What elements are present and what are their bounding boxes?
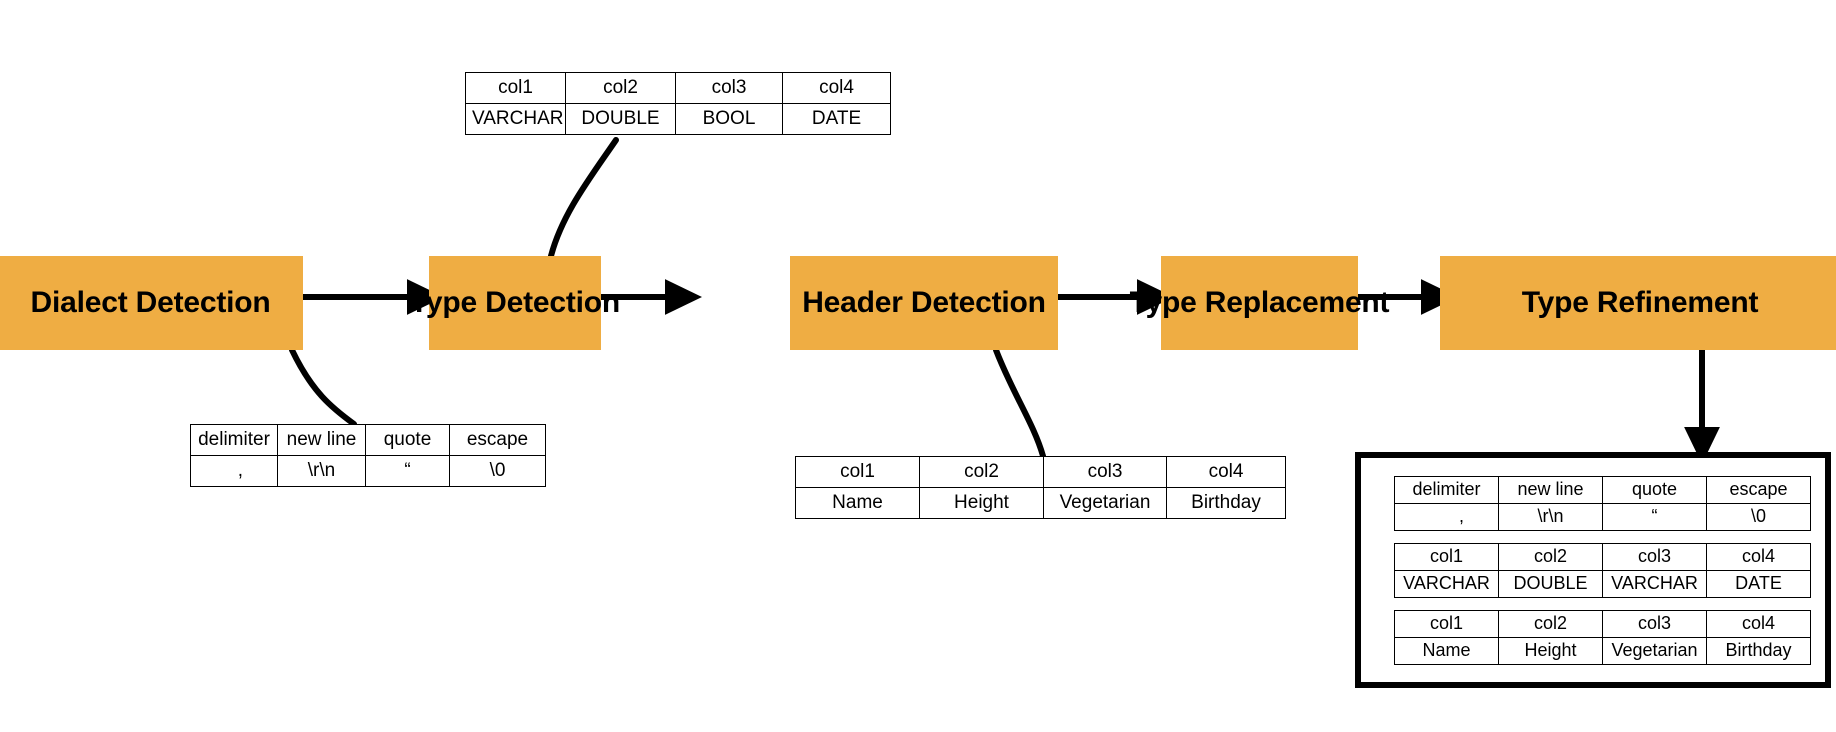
table-row-header: col1 col2 col3 col4: [465, 72, 891, 104]
table-cell: escape: [449, 424, 546, 456]
table-cell: quote: [1602, 476, 1707, 504]
table-cell: col3: [675, 72, 783, 104]
table-cell: Birthday: [1166, 486, 1286, 519]
table-cell: new line: [277, 424, 366, 456]
table-cell: Height: [1498, 636, 1603, 665]
table-cell: col2: [1498, 543, 1603, 571]
table-cell: Vegetarian: [1043, 486, 1167, 519]
table-cell: col1: [1394, 610, 1499, 638]
stage-dialect-detection[interactable]: Dialect Detection: [0, 256, 303, 350]
table-cell: DOUBLE: [1498, 569, 1603, 598]
result-headers-table: col1 col2 col3 col4 Name Height Vegetari…: [1394, 610, 1811, 665]
table-row-header: delimiter new line quote escape: [190, 424, 546, 456]
stage-header-detection[interactable]: Header Detection: [790, 256, 1058, 350]
table-cell: \r\n: [1498, 502, 1603, 531]
table-cell: \0: [449, 454, 546, 487]
table-cell: col2: [1498, 610, 1603, 638]
stage-type-detection[interactable]: Type Detection: [410, 256, 620, 350]
table-row: VARCHAR DOUBLE VARCHAR DATE: [1394, 569, 1811, 598]
table-cell: delimiter: [190, 424, 278, 456]
table-cell: “: [365, 454, 450, 487]
dialect-table: delimiter new line quote escape , \r\n “…: [190, 424, 546, 487]
header-names-table: col1 col2 col3 col4 Name Height Vegetari…: [795, 456, 1286, 519]
table-cell: quote: [365, 424, 450, 456]
table-cell: DOUBLE: [565, 102, 676, 135]
table-cell: “: [1602, 502, 1707, 531]
table-cell: col2: [919, 456, 1044, 488]
table-row-header: col1 col2 col3 col4: [1394, 543, 1811, 571]
table-cell: new line: [1498, 476, 1603, 504]
table-cell: Name: [795, 486, 920, 519]
table-row: Name Height Vegetarian Birthday: [1394, 636, 1811, 665]
table-cell: Birthday: [1706, 636, 1811, 665]
table-cell: col1: [1394, 543, 1499, 571]
table-row-header: delimiter new line quote escape: [1394, 476, 1811, 504]
table-cell: col4: [782, 72, 891, 104]
table-cell: DATE: [1706, 569, 1811, 598]
table-cell: col4: [1706, 610, 1811, 638]
table-cell: col3: [1043, 456, 1167, 488]
table-cell: col1: [795, 456, 920, 488]
result-types-table: col1 col2 col3 col4 VARCHAR DOUBLE VARCH…: [1394, 543, 1811, 598]
detected-types-table: col1 col2 col3 col4 VARCHAR DOUBLE BOOL …: [465, 72, 891, 135]
table-cell: col3: [1602, 543, 1707, 571]
table-cell: escape: [1706, 476, 1811, 504]
result-dialect-table: delimiter new line quote escape , \r\n “…: [1394, 476, 1811, 531]
table-cell: VARCHAR: [1394, 569, 1499, 598]
table-cell: delimiter: [1394, 476, 1499, 504]
table-row: Name Height Vegetarian Birthday: [795, 486, 1286, 519]
table-cell: \0: [1706, 502, 1811, 531]
stage-label: Header Detection: [802, 286, 1046, 319]
table-cell: col3: [1602, 610, 1707, 638]
stage-type-refinement[interactable]: Type Refinement: [1440, 256, 1836, 350]
stage-type-replacement[interactable]: Type Replacement: [1130, 256, 1390, 350]
stage-label: Type Refinement: [1521, 286, 1759, 319]
table-cell: DATE: [782, 102, 891, 135]
table-cell: Height: [919, 486, 1044, 519]
curve-dialect-to-dialect-table: [289, 347, 357, 427]
final-result-box: delimiter new line quote escape , \r\n “…: [1355, 452, 1831, 688]
table-cell: ,: [1394, 502, 1499, 531]
table-cell: col1: [465, 72, 566, 104]
stage-label: Dialect Detection: [30, 286, 271, 319]
table-cell: VARCHAR: [465, 102, 566, 135]
table-cell: VARCHAR: [1602, 569, 1707, 598]
table-row: , \r\n “ \0: [1394, 502, 1811, 531]
table-cell: Name: [1394, 636, 1499, 665]
curve-types-table-to-type-detection: [548, 137, 619, 259]
table-cell: col4: [1166, 456, 1286, 488]
table-cell: Vegetarian: [1602, 636, 1707, 665]
table-cell: BOOL: [675, 102, 783, 135]
table-row-header: col1 col2 col3 col4: [795, 456, 1286, 488]
table-cell: col2: [565, 72, 676, 104]
table-row: VARCHAR DOUBLE BOOL DATE: [465, 102, 891, 135]
table-cell: ,: [190, 454, 278, 487]
table-cell: \r\n: [277, 454, 366, 487]
curve-header-to-header-table: [993, 347, 1046, 459]
table-cell: col4: [1706, 543, 1811, 571]
stage-label: Type Detection: [410, 286, 621, 319]
stage-label: Type Replacement: [1129, 286, 1390, 319]
table-row-header: col1 col2 col3 col4: [1394, 610, 1811, 638]
table-row: , \r\n “ \0: [190, 454, 546, 487]
